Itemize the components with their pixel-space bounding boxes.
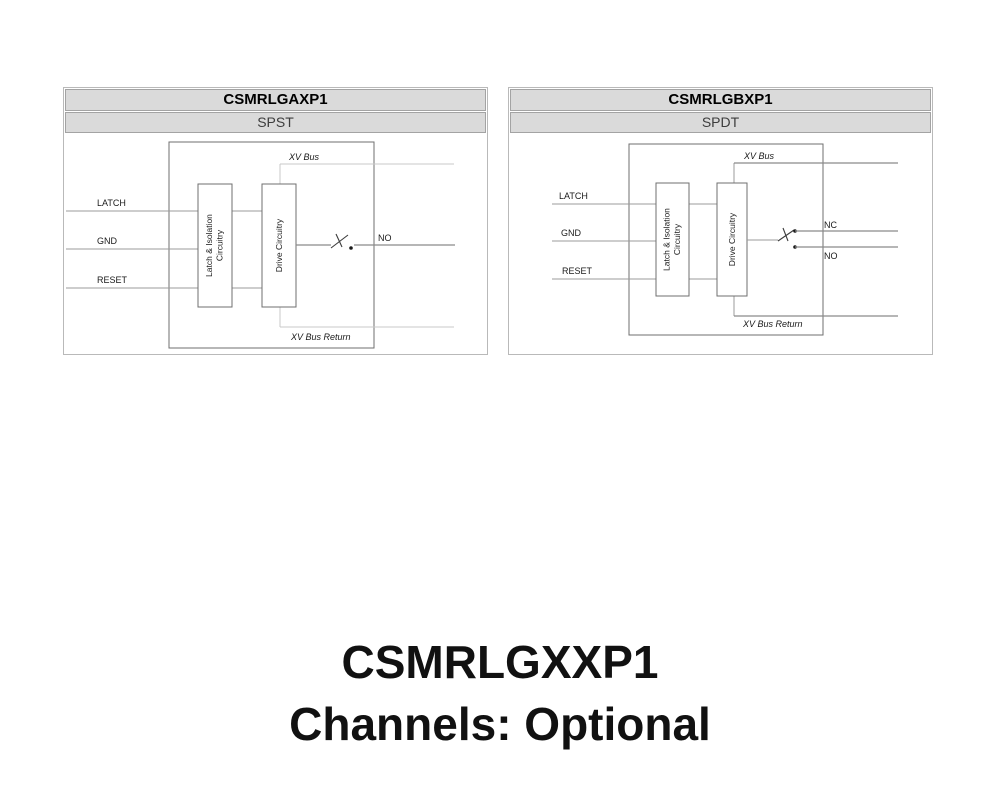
drive-box-label: Drive Circuitry xyxy=(727,212,737,266)
caption-part-number: CSMRLGXXP1 xyxy=(341,636,659,688)
input-label-latch: LATCH xyxy=(559,191,588,201)
panel-subtitle: SPST xyxy=(65,112,486,133)
output-label-no: NO xyxy=(824,251,838,261)
input-label-reset: RESET xyxy=(562,266,593,276)
input-wires xyxy=(66,210,262,289)
bus-bottom-label: XV Bus Return xyxy=(742,319,803,329)
latch-isolation-box xyxy=(197,183,233,308)
spst-switch xyxy=(296,233,455,250)
panel-title: CSMRLGBXP1 xyxy=(510,89,931,111)
block-diagram-spdt: LATCH GND RESET XV Bus XV Bus Return NC … xyxy=(509,134,932,354)
bus-wires xyxy=(733,162,898,317)
input-label-reset: RESET xyxy=(97,275,128,285)
bus-top-label: XV Bus xyxy=(743,151,775,161)
latch-box-label-line2: Circuitry xyxy=(215,229,225,261)
switch-tick xyxy=(782,227,789,242)
switch-tick xyxy=(335,233,343,248)
latch-isolation-box xyxy=(655,182,690,297)
spdt-switch xyxy=(747,227,898,249)
caption-channels: Channels: Optional xyxy=(289,698,711,750)
output-label-nc: NC xyxy=(824,220,837,230)
input-label-latch: LATCH xyxy=(97,198,126,208)
input-label-gnd: GND xyxy=(561,228,582,238)
diagram-panel-spdt: CSMRLGBXP1 SPDT xyxy=(508,87,933,355)
output-label-no: NO xyxy=(378,233,392,243)
panel-subtitle: SPDT xyxy=(510,112,931,133)
bus-bottom-label: XV Bus Return xyxy=(290,332,351,342)
drive-circuitry-box xyxy=(716,182,748,297)
bus-wires xyxy=(279,163,454,328)
input-wires xyxy=(552,203,717,280)
switch-contact-dot xyxy=(349,246,353,250)
panel-title: CSMRLGAXP1 xyxy=(65,89,486,111)
latch-box-label-line1: Latch & Isolation xyxy=(204,214,214,277)
drive-box-label: Drive Circuitry xyxy=(274,218,284,272)
input-label-gnd: GND xyxy=(97,236,118,246)
diagram-panel-spst: CSMRLGAXP1 SPST LA xyxy=(63,87,488,355)
module-outline xyxy=(628,143,824,336)
latch-box-label-line1: Latch & Isolation xyxy=(662,208,672,271)
bus-top-label: XV Bus xyxy=(288,152,320,162)
caption: CSMRLGXXP1 Channels: Optional xyxy=(0,631,1000,755)
block-diagram-spst: LATCH GND RESET XV Bus XV Bus Return NO … xyxy=(64,134,487,354)
latch-box-label-line2: Circuitry xyxy=(672,223,682,255)
